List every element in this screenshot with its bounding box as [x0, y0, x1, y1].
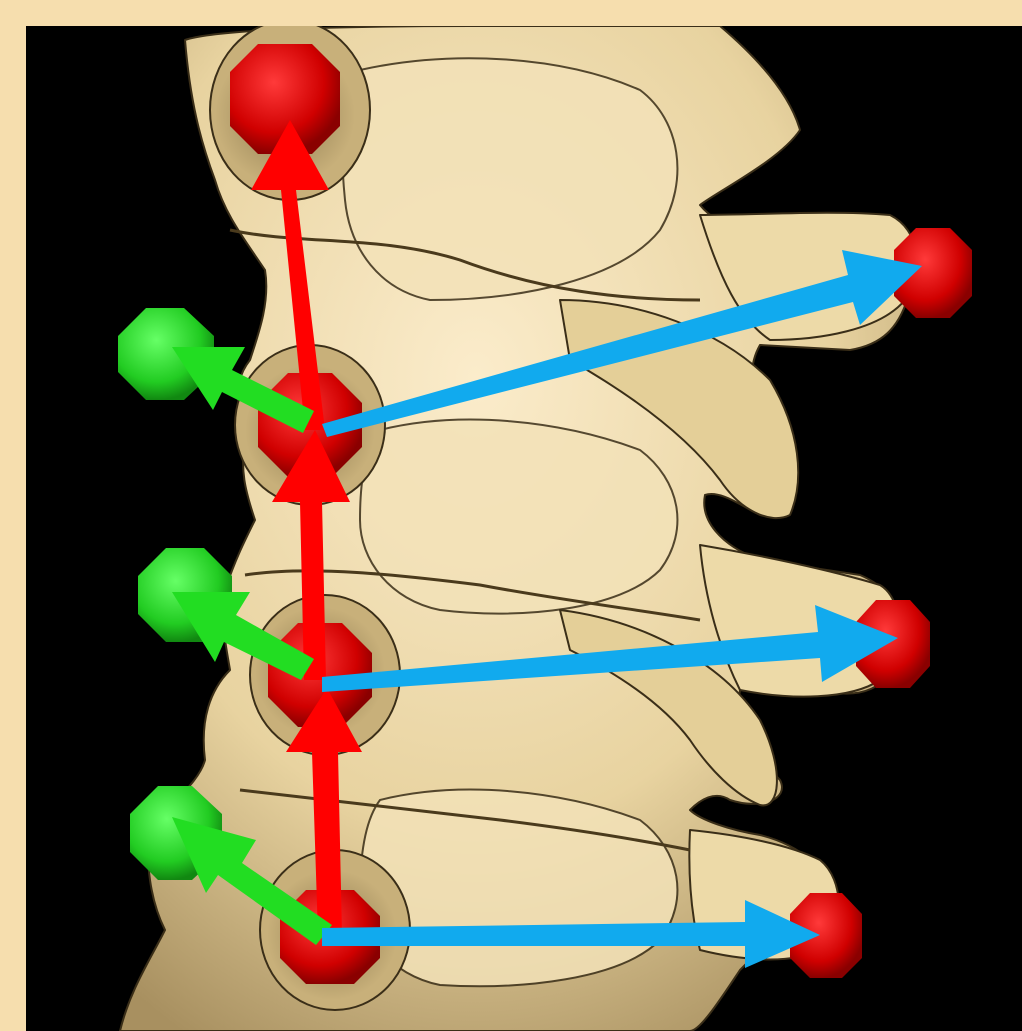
middle-vertebra-body [360, 420, 677, 614]
spine-render [26, 26, 1022, 1031]
lower-vertebra-body [360, 790, 677, 987]
render-viewport [26, 26, 1022, 1031]
